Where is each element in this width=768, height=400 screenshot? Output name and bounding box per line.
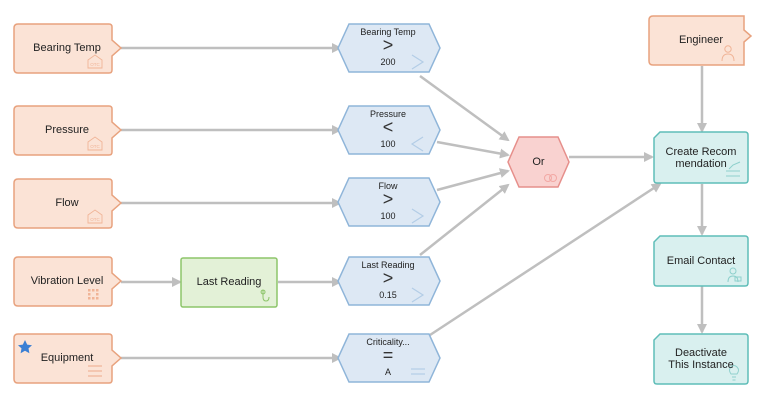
otc-data-icon: OTC <box>87 54 103 69</box>
condition-node-criticality[interactable] <box>337 333 441 383</box>
last-reading-label: Last Reading <box>196 276 262 288</box>
grid-data-icon <box>88 289 99 300</box>
person-icon <box>721 45 735 62</box>
condition-node-last-reading[interactable] <box>337 256 441 306</box>
input-node-vibration-level[interactable] <box>13 256 123 307</box>
hook-icon <box>260 289 270 302</box>
input-node-pressure[interactable]: OTC <box>13 105 123 156</box>
otc-data-icon: OTC <box>87 136 103 151</box>
list-icon <box>88 365 102 377</box>
contact-icon <box>727 267 742 283</box>
create-recommendation-label: Create Recom mendation <box>654 146 748 170</box>
condition-title-criticality: Criticality... <box>366 337 410 347</box>
otc-data-icon: OTC <box>87 209 103 224</box>
deactivate-node[interactable] <box>653 333 749 385</box>
condition-operator-flow: > <box>382 189 394 209</box>
condition-value-criticality: A <box>384 367 391 377</box>
input-label-equipment: Equipment <box>40 352 94 364</box>
condition-value-last-reading: 0.15 <box>379 290 397 300</box>
condition-operator-criticality: = <box>382 345 394 365</box>
email-contact-label: Email Contact <box>666 255 736 267</box>
checklist-icon <box>726 161 741 177</box>
edge-flow-condition-to-or <box>436 168 510 192</box>
condition-operator-bearing-temp: > <box>382 35 394 55</box>
create-recommendation-line-1: Create Recom <box>665 146 737 158</box>
input-node-flow[interactable]: OTC <box>13 178 123 229</box>
svg-text:OTC: OTC <box>90 62 100 67</box>
condition-node-pressure[interactable] <box>337 105 441 155</box>
condition-node-flow[interactable] <box>337 177 441 227</box>
svg-text:OTC: OTC <box>90 217 100 222</box>
condition-value-pressure: 100 <box>380 139 396 149</box>
create-recommendation-node[interactable] <box>653 131 749 184</box>
edge-criticality-to-create-recommendation <box>429 182 662 337</box>
create-recommendation-line-2: mendation <box>675 158 727 170</box>
email-contact-node[interactable] <box>653 235 749 287</box>
rings-icon <box>544 174 557 182</box>
input-node-equipment[interactable] <box>13 333 123 384</box>
input-label-pressure: Pressure <box>44 124 90 136</box>
edge-pressure-condition-to-or <box>436 140 510 159</box>
edge-bearing-condition-to-or <box>419 74 510 142</box>
bulb-icon <box>729 365 739 381</box>
condition-operator-pressure: < <box>382 117 394 137</box>
deactivate-line-2: This Instance <box>668 359 734 371</box>
input-node-bearing-temp[interactable]: OTC <box>13 23 123 74</box>
condition-title-bearing-temp: Bearing Temp <box>360 27 416 37</box>
condition-title-pressure: Pressure <box>369 109 406 119</box>
condition-value-bearing-temp: 200 <box>380 57 396 67</box>
edge-last-reading-condition-to-or <box>419 183 510 256</box>
or-node[interactable] <box>507 136 570 188</box>
deactivate-label: Deactivate This Instance <box>654 347 748 371</box>
star-icon <box>18 340 32 354</box>
last-reading-node[interactable] <box>180 257 278 308</box>
input-label-bearing-temp: Bearing Temp <box>33 42 101 54</box>
deactivate-line-1: Deactivate <box>675 347 727 359</box>
engineer-label: Engineer <box>678 34 724 46</box>
condition-node-bearing-temp[interactable] <box>337 23 441 73</box>
condition-title-flow: Flow <box>378 181 398 191</box>
svg-text:OTC: OTC <box>90 144 100 149</box>
condition-operator-last-reading: > <box>382 268 394 288</box>
or-label: Or <box>532 156 545 168</box>
input-label-vibration-level: Vibration Level <box>30 275 104 287</box>
condition-value-flow: 100 <box>380 211 396 221</box>
input-label-flow: Flow <box>55 197 79 209</box>
engineer-node[interactable] <box>648 15 753 66</box>
condition-title-last-reading: Last Reading <box>361 260 415 270</box>
